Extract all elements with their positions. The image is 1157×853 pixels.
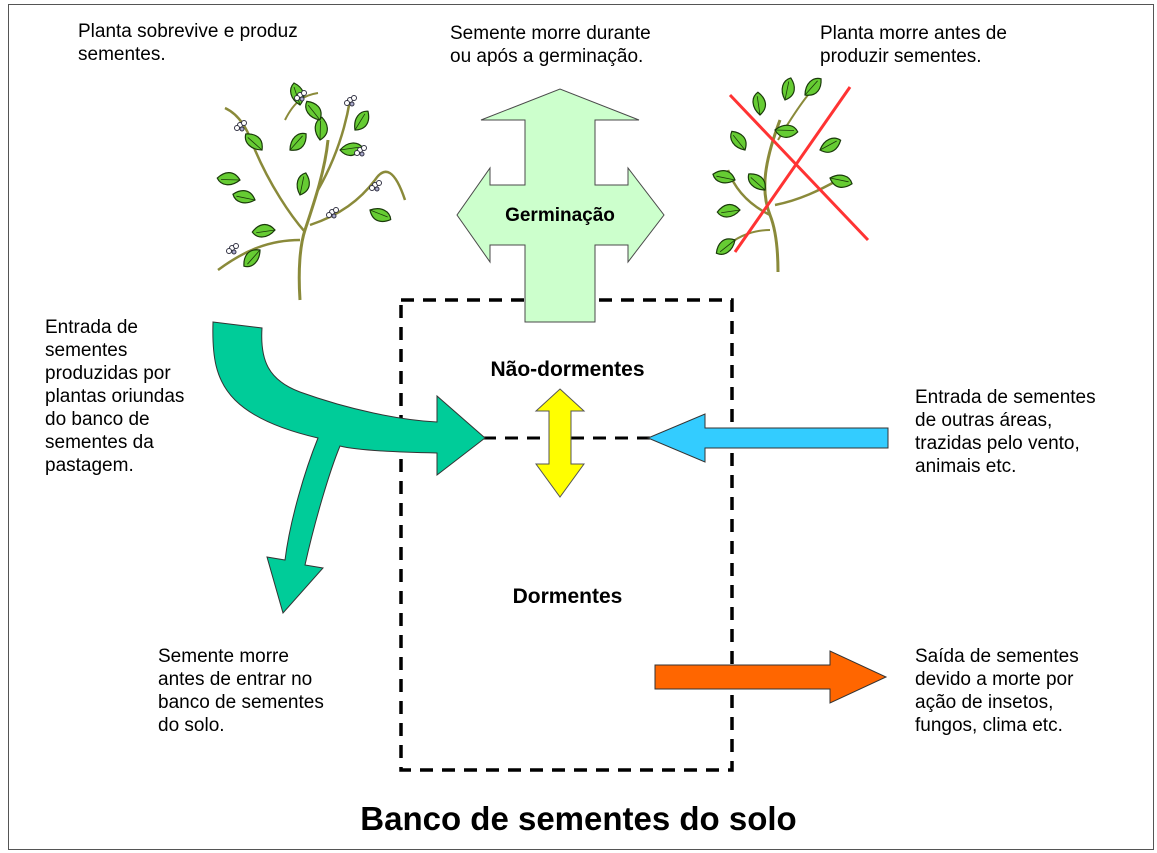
external-input-arrow: [646, 413, 889, 463]
plant-survives-label: Planta sobrevive e produz sementes.: [78, 21, 298, 65]
cross-line-2: [733, 86, 852, 253]
dead-plant-illustration: [710, 75, 870, 273]
germination-arrow: [456, 88, 665, 323]
non-dormant-label: Não-dormentes: [490, 358, 645, 381]
surviving-plant-illustration: [215, 82, 407, 301]
output-death-label: Saída de sementes devido a morte por açã…: [915, 646, 1079, 736]
seed-dies-before-label: Semente morre antes de entrar no banco d…: [158, 646, 324, 736]
local-input-arrow: [212, 321, 486, 615]
output-death-arrow: [654, 650, 888, 704]
cross-line-1: [728, 93, 870, 242]
external-input-label: Entrada de sementes de outras áreas, tra…: [915, 387, 1096, 477]
dormant-label: Dormentes: [512, 585, 623, 608]
germination-label: Germinação: [505, 205, 615, 226]
local-input-label: Entrada de sementes produzidas por plant…: [45, 317, 185, 476]
seed-dies-germination-label: Semente morre durante ou após a germinaç…: [450, 23, 651, 67]
diagram-title: Banco de sementes do solo: [360, 800, 797, 837]
dormancy-transition-arrow: [534, 388, 586, 498]
plant-dies-label: Planta morre antes de produzir sementes.: [820, 23, 1007, 67]
